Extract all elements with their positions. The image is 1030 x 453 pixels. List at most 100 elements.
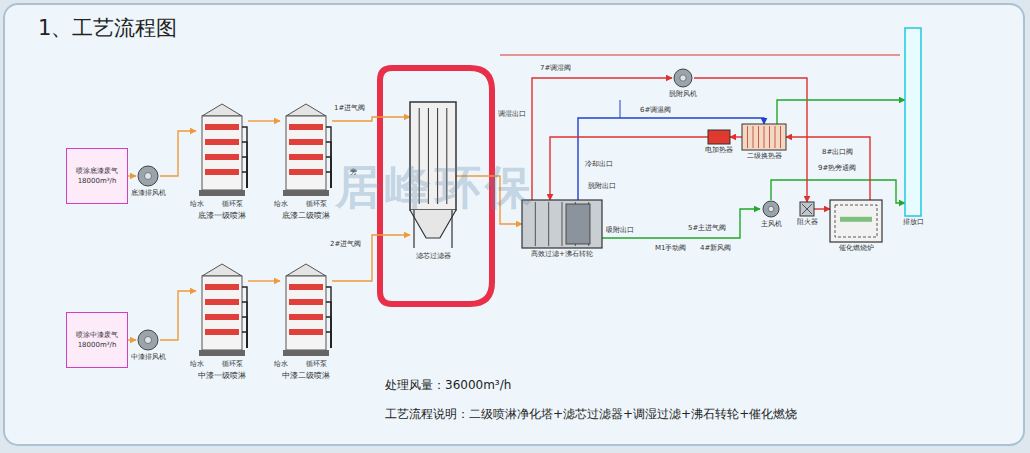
path-stroke	[410, 210, 456, 238]
path-stroke	[548, 202, 549, 246]
electric-heater-outline	[708, 130, 730, 144]
gas-source-box: 喷涂中漆废气18000m³/h	[66, 312, 128, 368]
path-stroke	[242, 157, 247, 188]
circle-stroke	[763, 201, 779, 217]
path-stroke	[753, 126, 754, 148]
water-inlet: 给水	[190, 360, 204, 368]
diagram-caption: 工艺流程说明：二级喷淋净化塔+滤芯过滤器+调湿过滤+沸石转轮+催化燃烧	[385, 406, 797, 423]
pump-label: 循环泵	[222, 200, 243, 208]
fan-symbol-art	[672, 68, 694, 88]
node-label: 中漆排风机	[131, 353, 166, 361]
rect-stroke	[286, 116, 326, 190]
path-stroke	[202, 264, 242, 276]
rect-stroke	[840, 217, 872, 222]
top-pipe	[500, 55, 900, 56]
water-inlet: 给水	[190, 200, 204, 208]
circle-stroke	[145, 173, 152, 180]
heat-exchanger-art	[742, 124, 786, 150]
fan-symbol-art	[136, 165, 160, 187]
rect-stroke	[283, 190, 329, 196]
rect-stroke	[205, 329, 239, 335]
pipe-connector	[532, 78, 672, 200]
circle-stroke	[680, 75, 686, 81]
valve-label: 2#进气阀	[330, 240, 361, 248]
pipe-connector	[694, 78, 807, 202]
path-stroke	[802, 204, 812, 214]
rect-stroke	[205, 139, 239, 145]
valve-tick	[620, 100, 621, 118]
flow-rate: 18000m³/h	[78, 177, 117, 185]
node-label: 中漆一级喷淋	[198, 371, 246, 381]
rect-stroke	[205, 154, 239, 160]
path-stroke	[414, 210, 452, 248]
node-name: 底漆排风机	[131, 189, 166, 197]
spray-tower-art	[280, 262, 332, 358]
node-name: 二级换热器	[747, 152, 782, 160]
node-name: 中漆一级喷淋	[198, 371, 246, 380]
path-stroke	[562, 202, 563, 246]
heat-exchanger-outline	[742, 124, 786, 150]
node-label: 二级换热器	[747, 152, 782, 160]
node-name: 中漆二级喷淋	[282, 371, 330, 380]
catalytic-furnace-outline	[830, 200, 882, 242]
valve-label: M1手动阀	[655, 244, 687, 252]
path-stroke	[326, 142, 331, 188]
path-stroke	[780, 126, 781, 148]
valve-label: 8#出口阀	[822, 148, 853, 156]
rect-stroke	[205, 299, 239, 305]
port-label: 吸附出口	[606, 226, 634, 234]
path-stroke	[747, 126, 748, 148]
path-stroke	[286, 104, 326, 116]
rect-stroke	[205, 314, 239, 320]
pipe-connector	[128, 339, 136, 340]
pipe-connector	[578, 118, 764, 200]
fan-symbol: 脱附风机	[672, 68, 694, 88]
path-stroke	[758, 126, 759, 148]
rect-stroke	[289, 169, 323, 175]
panel	[4, 4, 1024, 445]
valve-label: 9#热旁通阀	[818, 164, 856, 172]
path-stroke	[242, 142, 247, 188]
node-name: 主风机	[761, 220, 782, 228]
spray-tower: 中漆二级喷淋	[280, 262, 332, 358]
path-stroke	[764, 126, 765, 148]
gas-source-box: 喷涂底漆废气 18000m³/h	[66, 148, 128, 204]
rect-stroke	[800, 202, 814, 216]
node-name: 底漆二级喷淋	[282, 211, 330, 220]
electric-heater: 电加热器	[708, 130, 730, 144]
rect-stroke	[289, 139, 323, 145]
path-stroke	[326, 157, 331, 188]
node-name: 催化燃烧炉	[839, 244, 874, 252]
rect-stroke	[205, 124, 239, 130]
node-label: 阻火器	[797, 218, 818, 226]
path-stroke	[242, 172, 247, 188]
rect-stroke	[202, 116, 242, 190]
rect-stroke	[289, 124, 323, 130]
spray-tower: 中漆一级喷淋	[196, 262, 248, 358]
fan-symbol-outline	[136, 329, 160, 351]
circle-stroke	[674, 69, 692, 87]
node-name: 喷涂底漆废气	[76, 167, 118, 175]
node-label: 中漆二级喷淋	[282, 371, 330, 381]
rect-stroke	[289, 329, 323, 335]
node-label: 脱附风机	[669, 90, 697, 98]
rect-stroke	[905, 28, 921, 216]
node-label: 高效过滤+沸石转轮	[531, 250, 593, 258]
node-name: 中漆排风机	[131, 353, 166, 361]
fan-symbol-outline	[760, 200, 782, 218]
node-name: 高效过滤+沸石转轮	[531, 250, 593, 258]
circle-stroke	[138, 166, 158, 186]
path-stroke	[326, 332, 331, 348]
rect-stroke	[202, 276, 242, 350]
pipe-connector	[332, 117, 410, 121]
pipe-connector	[814, 208, 830, 209]
pipe-connector	[160, 131, 196, 176]
flame-arrester: 阻火器	[800, 202, 814, 216]
port-label: 脱附出口	[588, 182, 616, 190]
fan-symbol-outline	[136, 165, 160, 187]
rect-stroke	[289, 154, 323, 160]
spray-tower-art	[196, 262, 248, 358]
gas-source-box-outline: 喷涂底漆废气 18000m³/h	[66, 148, 128, 204]
node-label: 底漆二级喷淋	[282, 211, 330, 221]
